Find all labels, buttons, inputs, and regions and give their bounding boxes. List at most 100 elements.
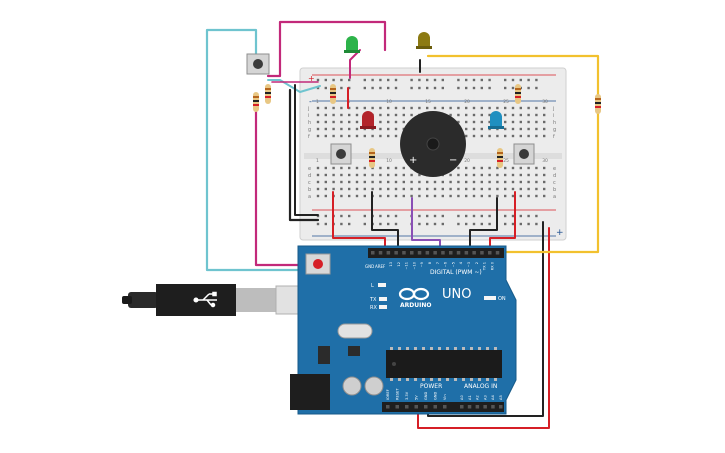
- breadboard-hole: [379, 166, 382, 170]
- rail-hole: [480, 214, 483, 218]
- rail-hole: [394, 222, 398, 226]
- header-pin[interactable]: [456, 251, 461, 255]
- breadboard-hole: [340, 166, 343, 170]
- rail-hole: [527, 214, 530, 218]
- resistor-left[interactable]: [253, 92, 259, 112]
- power-pin[interactable]: [386, 405, 390, 409]
- analog-pin[interactable]: [460, 405, 464, 409]
- led-green[interactable]: [344, 36, 360, 53]
- led-yellow[interactable]: [416, 32, 432, 49]
- wire-red-left[interactable]: [332, 191, 386, 253]
- column-number: 1: [316, 158, 319, 164]
- led-blue-rim: [488, 126, 504, 129]
- led-red[interactable]: [360, 111, 376, 129]
- header-pin[interactable]: [378, 251, 383, 255]
- header-pin[interactable]: [472, 251, 476, 255]
- on-label: ON: [498, 296, 506, 302]
- header-pin[interactable]: [402, 251, 406, 255]
- power-header[interactable]: [382, 402, 456, 412]
- wire-black-left[interactable]: [288, 88, 320, 222]
- header-pin[interactable]: [495, 251, 500, 255]
- breadboard-hole: [410, 173, 413, 177]
- header-pin[interactable]: [480, 251, 484, 255]
- power-pin[interactable]: [443, 405, 447, 409]
- analog-header[interactable]: [456, 402, 504, 412]
- power-pin[interactable]: [433, 405, 438, 409]
- pushbutton-board-right[interactable]: [513, 143, 535, 165]
- breadboard-hole: [363, 173, 366, 177]
- chip-leg: [422, 378, 425, 381]
- breadboard-hole: [465, 127, 468, 131]
- wire-black-left-2[interactable]: [294, 84, 319, 216]
- header-pin[interactable]: [394, 251, 398, 255]
- rail-hole: [340, 214, 343, 218]
- breadboard-hole: [457, 113, 460, 117]
- breadboard-hole: [543, 173, 546, 177]
- breadboard-hole: [355, 106, 359, 110]
- header-pin[interactable]: [410, 251, 414, 255]
- header-pin[interactable]: [488, 251, 492, 255]
- power-pin[interactable]: [414, 405, 419, 409]
- header-pin[interactable]: [417, 251, 422, 255]
- wire-yellow[interactable]: [426, 54, 600, 254]
- breadboard-hole: [340, 120, 343, 124]
- analog-pin[interactable]: [467, 405, 472, 409]
- power-pin[interactable]: [395, 405, 400, 409]
- wire-black-right[interactable]: [469, 197, 498, 251]
- resistors: [253, 84, 601, 168]
- breadboard-hole: [379, 113, 382, 117]
- header-pin[interactable]: [425, 251, 430, 255]
- breadboard-hole: [535, 180, 538, 184]
- power-pin[interactable]: [405, 405, 409, 409]
- piezo-buzzer[interactable]: + −: [400, 111, 466, 177]
- chip-leg: [494, 347, 497, 350]
- resistor-blue-led[interactable]: [497, 148, 503, 168]
- rail-hole: [519, 222, 522, 226]
- resistor-right[interactable]: [595, 94, 601, 114]
- wire-black-mid[interactable]: [371, 191, 399, 251]
- header-pin[interactable]: [464, 251, 469, 255]
- wire-red-right[interactable]: [489, 191, 516, 253]
- analog-pin[interactable]: [499, 405, 503, 409]
- analog-pin[interactable]: [491, 405, 495, 409]
- wire-red-5v[interactable]: [417, 227, 550, 429]
- resistor-red-led[interactable]: [369, 148, 375, 168]
- breadboard-hole: [449, 173, 452, 177]
- breadboard-hole: [418, 106, 421, 110]
- wire-magenta-led[interactable]: [349, 49, 361, 79]
- power-pin[interactable]: [424, 405, 428, 409]
- row-letter: h: [308, 120, 311, 126]
- led-blue[interactable]: [488, 111, 504, 129]
- breadboard-hole: [527, 134, 530, 138]
- power-jack[interactable]: [290, 374, 330, 410]
- resistor-left-2[interactable]: [265, 84, 271, 104]
- wire-magenta-top[interactable]: [266, 20, 387, 78]
- resistor-yellow-led[interactable]: [515, 84, 521, 104]
- buzzer-plus-label: +: [409, 155, 417, 166]
- power-pin-label: 3.3V: [405, 391, 409, 400]
- rail-hole: [332, 78, 335, 82]
- header-pin[interactable]: [386, 251, 391, 255]
- pushbutton-board-left[interactable]: [330, 143, 352, 165]
- breadboard-hole: [363, 187, 366, 191]
- breadboard-hole: [457, 187, 460, 191]
- resistor-green-led[interactable]: [330, 84, 336, 104]
- breadboard-hole: [394, 113, 398, 117]
- breadboard-hole: [394, 194, 398, 198]
- analog-pin[interactable]: [483, 405, 487, 409]
- header-pin[interactable]: [441, 251, 445, 255]
- rail-hole: [363, 222, 366, 226]
- breadboard-hole: [535, 113, 538, 117]
- pushbutton-left[interactable]: [246, 53, 270, 75]
- wire-cyan-short[interactable]: [267, 79, 321, 93]
- header-pin[interactable]: [433, 251, 437, 255]
- header-pin[interactable]: [449, 251, 453, 255]
- breadboard-hole: [527, 187, 530, 191]
- rail-hole: [394, 78, 398, 82]
- breadboard-hole: [379, 106, 382, 110]
- breadboard-hole: [511, 180, 515, 184]
- rail-hole: [316, 78, 320, 82]
- breadboard-hole: [511, 120, 515, 124]
- analog-pin[interactable]: [475, 405, 480, 409]
- header-pin[interactable]: [371, 251, 375, 255]
